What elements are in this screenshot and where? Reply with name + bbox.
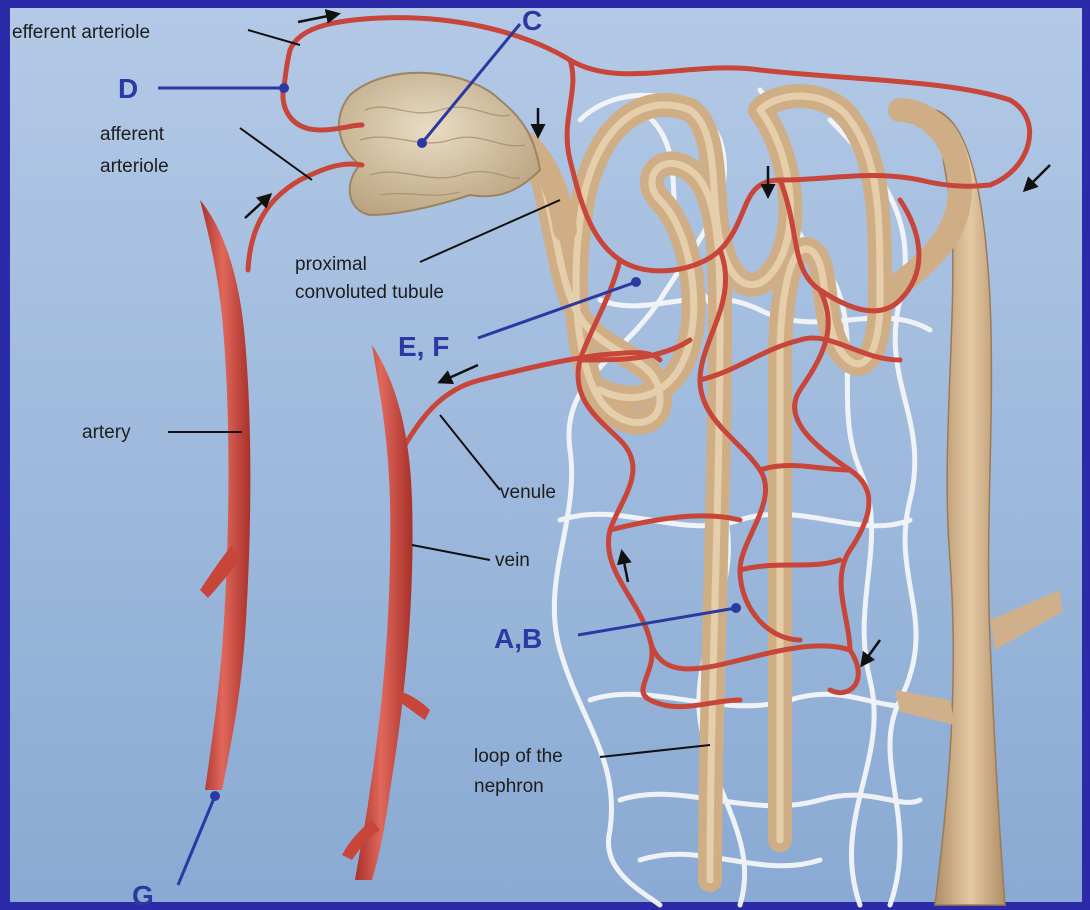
label-proximal-line1: proximal: [295, 254, 367, 275]
label-afferent-line2: arteriole: [100, 156, 169, 177]
key-c: C: [522, 5, 542, 36]
key-d: D: [118, 73, 138, 104]
label-afferent-line1: afferent: [100, 124, 165, 145]
key-g: G: [132, 880, 154, 910]
label-proximal-line2: convoluted tubule: [295, 282, 444, 303]
label-artery: artery: [82, 422, 131, 443]
label-loop-line1: loop of the: [474, 746, 563, 767]
diagram-background: [10, 8, 1082, 902]
label-vein: vein: [495, 550, 530, 571]
label-venule: venule: [500, 482, 556, 503]
key-a-b: A,B: [494, 623, 542, 654]
label-efferent-arteriole: efferent arteriole: [12, 22, 150, 43]
key-e-f: E, F: [398, 331, 449, 362]
label-loop-line2: nephron: [474, 776, 544, 797]
